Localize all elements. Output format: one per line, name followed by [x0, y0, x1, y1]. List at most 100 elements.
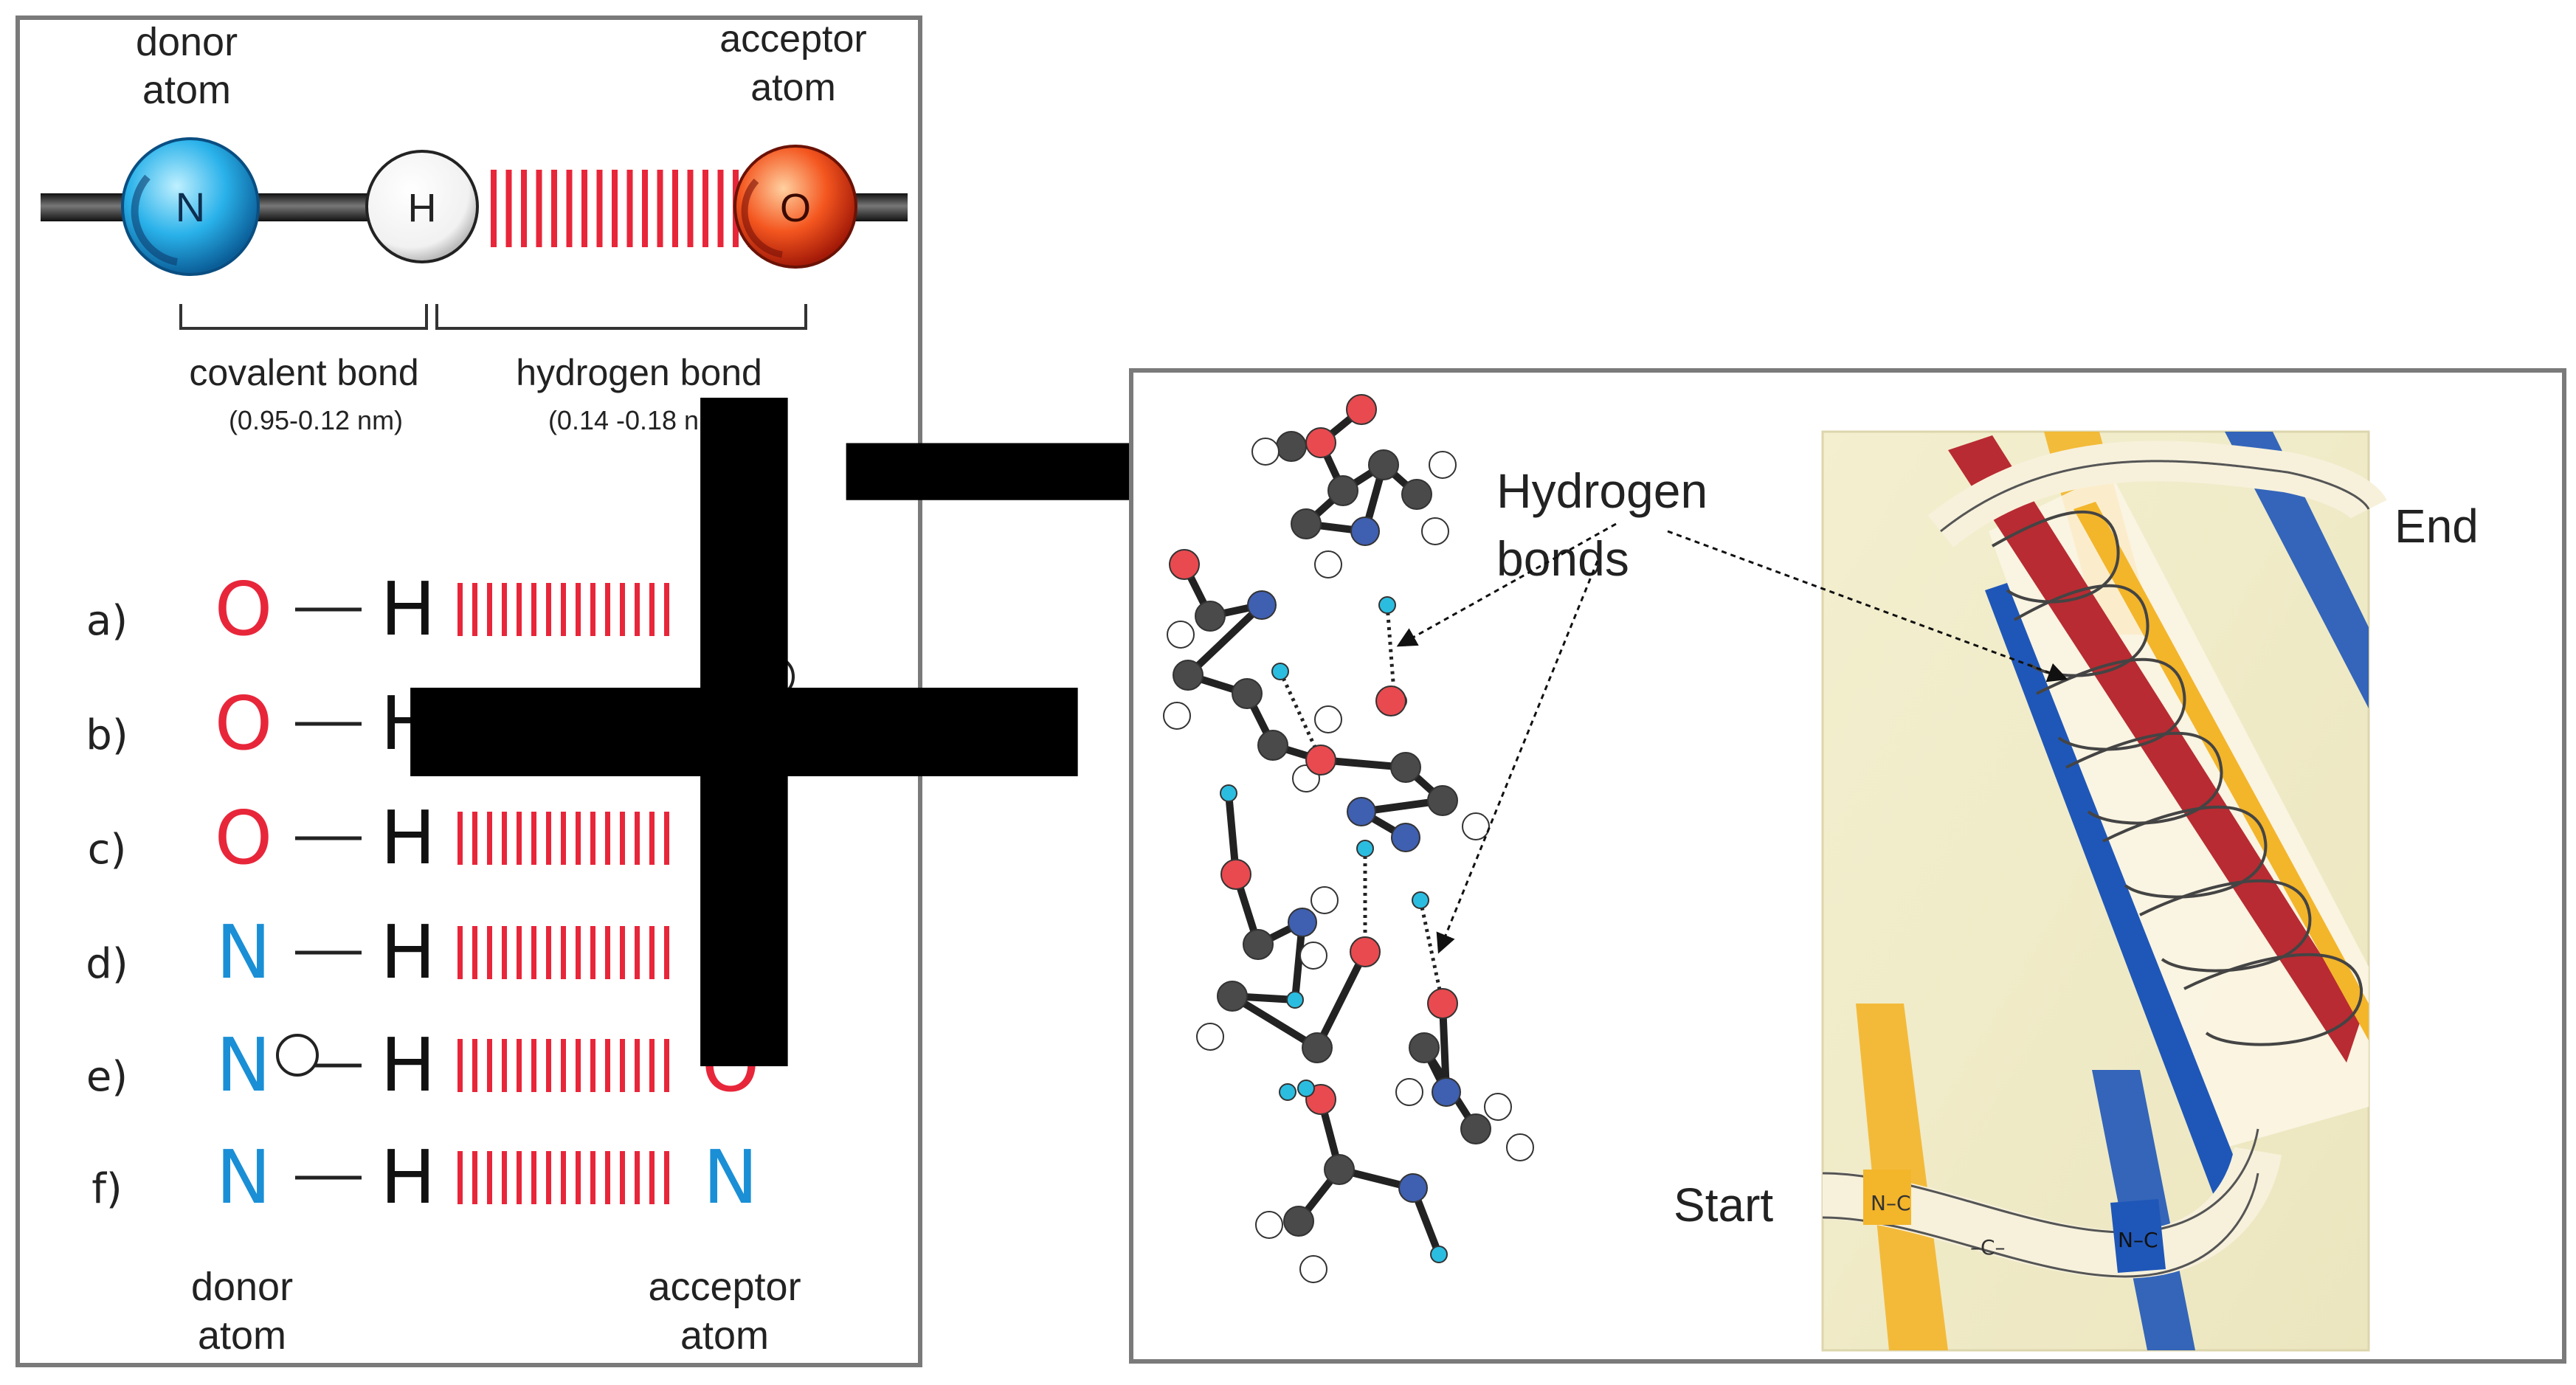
hbond-stripe [576, 1151, 581, 1204]
oxygen-atom-sphere: O [733, 145, 857, 269]
oxygen-atom-symbol: O [780, 186, 811, 230]
hbond-stripe [576, 697, 581, 750]
nitrogen-ball [1347, 797, 1376, 826]
acceptor-atom-bottom-label-1: acceptor [648, 1265, 801, 1309]
hbond-stripe [487, 812, 492, 865]
acceptor-atom-top-label-1: acceptor [719, 18, 866, 61]
white-ball [1395, 1078, 1423, 1106]
hbond-stripe [531, 1039, 536, 1092]
hydrogen-atom-symbol: H [408, 186, 437, 230]
hbond-stripe [642, 170, 648, 247]
white-ball [1167, 621, 1195, 649]
white-ball [1484, 1093, 1512, 1121]
hydrogen-bond-label: hydrogen bond [516, 352, 762, 393]
carbon-ball [1283, 1206, 1314, 1237]
hbond-stripe [546, 697, 551, 750]
hydrogen-bonds-label-2: bonds [1496, 531, 1629, 586]
carbon-ball [1460, 1113, 1491, 1144]
hbond-stripe [620, 1151, 625, 1204]
hbond-stripe [649, 926, 655, 979]
hbond-stripe [590, 926, 595, 979]
hbond-stripe [551, 170, 557, 247]
white-ball [1421, 517, 1449, 545]
carbon-ball [1232, 678, 1263, 709]
donor-atom-bottom-label-1: donor [191, 1265, 293, 1309]
acceptor-symbol: O [702, 680, 760, 767]
hydrogen-bond-pointer-arrows [1396, 522, 2068, 954]
hbond-stripe [561, 583, 566, 636]
hbond-stripe [664, 1151, 669, 1204]
hbond-stripe [649, 1039, 655, 1092]
hbond-stripe [649, 1151, 655, 1204]
hbond-stripe [576, 926, 581, 979]
hbond-stripe [531, 1151, 536, 1204]
hbond-stripe [620, 926, 625, 979]
acceptor-atom-top-label-2: atom [750, 66, 836, 109]
hbond-stripe [590, 1151, 595, 1204]
hbond-stripe [517, 926, 522, 979]
hbond-stripe [517, 583, 522, 636]
svg-text:N–C: N–C [2118, 1228, 2158, 1252]
molecule-hbond-dots [1278, 670, 1323, 761]
hbond-stripe [561, 697, 566, 750]
acceptor-atom-bottom-label-2: atom [680, 1313, 769, 1358]
hydrogen-ball [1378, 596, 1396, 614]
hbond-stripe [590, 697, 595, 750]
nitrogen-ball [1247, 590, 1277, 620]
carbon-ball [1291, 508, 1322, 539]
carbon-ball [1195, 601, 1226, 632]
hbond-stripe [531, 812, 536, 865]
carbon-ball [1409, 1032, 1440, 1063]
hbond-stripe [605, 1039, 610, 1092]
hbond-stripe [605, 697, 610, 750]
hbond-stripe [605, 1151, 610, 1204]
hbond-stripe [546, 583, 551, 636]
hbond-stripe [590, 583, 595, 636]
white-ball [1299, 1255, 1327, 1283]
white-ball [1311, 886, 1339, 914]
hbond-stripe [635, 697, 640, 750]
hbond-stripe [457, 697, 463, 750]
hbond-stripe [502, 1151, 507, 1204]
hydrogen-atom-sphere: H [365, 150, 479, 263]
acceptor-symbol: O [702, 1022, 760, 1108]
row-letter: a) [86, 597, 128, 645]
end-label: End [2394, 500, 2479, 553]
acceptor-symbol: N [703, 795, 759, 881]
negative-charge-icon [752, 655, 795, 698]
hbond-stripe [649, 583, 655, 636]
hbond-stripe [620, 1039, 625, 1092]
hbond-stripe [536, 170, 542, 247]
white-ball [1163, 702, 1191, 730]
hbond-stripe [546, 1039, 551, 1092]
hbond-stripe [517, 812, 522, 865]
hydrogen-ball [1297, 1080, 1315, 1097]
hbond-stripe [672, 170, 678, 247]
white-ball [1299, 942, 1327, 970]
molecule-bond [1313, 950, 1369, 1050]
hydrogen-ball [1286, 991, 1304, 1009]
hbond-stripe [635, 1151, 640, 1204]
hydrogen-symbol: H [380, 680, 435, 767]
positive-charge-icon [276, 1034, 319, 1077]
hbond-stripe [635, 926, 640, 979]
row-letter: b) [86, 711, 128, 759]
hydrogen-ball [1220, 784, 1237, 802]
hbond-stripe [502, 697, 507, 750]
hbond-stripe [517, 1151, 522, 1204]
hbond-stripe [635, 812, 640, 865]
hydrogen-bond-range: (0.14 -0.18 nm) [548, 405, 730, 435]
hydrogen-ball [1356, 840, 1374, 857]
svg-text:N–C: N–C [1871, 1191, 1911, 1215]
hbond-stripe [472, 1151, 477, 1204]
row-letter: e) [86, 1053, 128, 1101]
carbon-ball [1401, 479, 1432, 510]
donor-symbol: N [216, 909, 272, 995]
donor-atom-bottom-label-2: atom [198, 1313, 286, 1358]
hydrogen-bonds-label-1: Hydrogen [1496, 463, 1707, 518]
hbond-stripe [590, 1039, 595, 1092]
carbon-ball [1243, 929, 1274, 960]
